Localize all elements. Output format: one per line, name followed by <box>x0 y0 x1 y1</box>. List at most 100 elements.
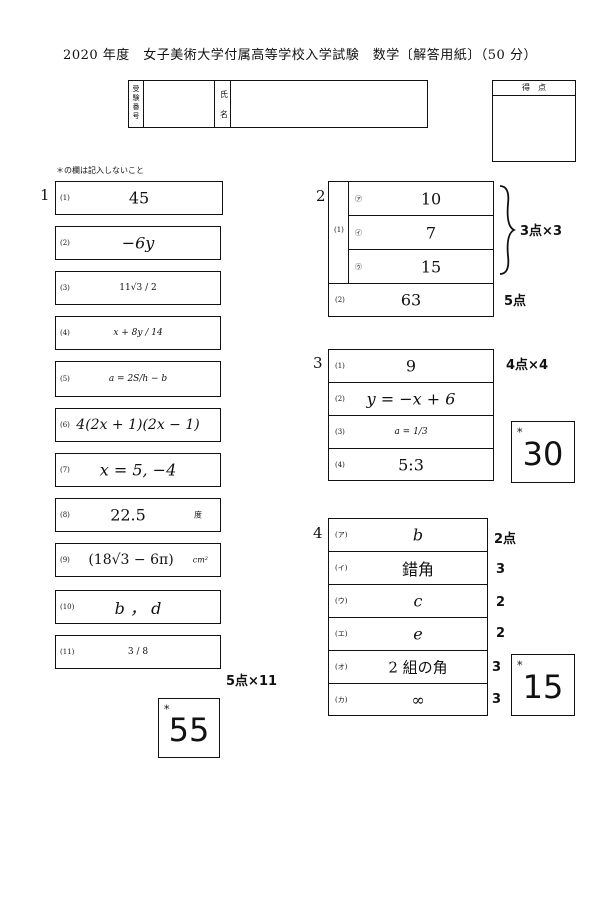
s3-table: (1) 9 (2) y = −x + 6 (3) a = 1/3 (4) 5:3 <box>328 349 494 481</box>
s4-answer-f[interactable]: (カ) ∞ <box>329 684 487 715</box>
s4-points-f: 3 <box>492 692 502 707</box>
s2-answer-b[interactable]: ㋑ 7 <box>349 216 493 250</box>
s1-value-11: 3 / 8 <box>127 647 149 657</box>
s1-value-2: −6y <box>121 233 155 253</box>
s1-answer-5[interactable]: (5) a = 2S/h − b <box>55 361 221 397</box>
s4-value-c: c <box>413 591 423 611</box>
s1-score: 55 <box>168 710 210 749</box>
s1-label-7: (7) <box>60 466 70 474</box>
brace-icon <box>499 185 517 275</box>
exam-info-box: 受験番号 氏名 <box>128 80 428 128</box>
s1-value-9: (18√3 − 6π) <box>88 552 174 568</box>
s4-value-b: 錯角 <box>401 560 434 579</box>
s4-points-c: 2 <box>496 595 506 610</box>
s1-value-8: 22.5 <box>110 505 146 525</box>
s4-answer-c[interactable]: (ウ) c <box>329 585 487 618</box>
s2-answer-2[interactable]: (2) 63 <box>329 284 493 316</box>
s4-table: (ア) b (イ) 錯角 (ウ) c (エ) e (オ) 2 組の角 (カ) ∞ <box>328 518 488 716</box>
total-score-field[interactable] <box>493 96 575 161</box>
s3-label-1: (1) <box>335 362 345 370</box>
s1-answer-2[interactable]: (2) −6y <box>55 226 221 260</box>
section1-number: 1 <box>40 186 50 204</box>
page-title: 2020 年度 女子美術大学付属高等学校入学試験 数学〔解答用紙〕（50 分） <box>63 48 537 63</box>
s4-answer-e[interactable]: (オ) 2 組の角 <box>329 651 487 684</box>
s1-label-1: (1) <box>60 194 70 202</box>
s4-score-box: * 15 <box>511 654 575 716</box>
total-score-label: 得 点 <box>493 81 575 96</box>
s1-label-9: (9) <box>60 556 70 564</box>
s4-answer-a[interactable]: (ア) b <box>329 519 487 552</box>
s1-answer-4[interactable]: (4) x + 8y / 14 <box>55 316 221 350</box>
s1-label-6: (6) <box>60 421 70 429</box>
s1-value-4: x + 8y / 14 <box>113 328 163 338</box>
s1-value-5: a = 2S/h − b <box>108 374 168 384</box>
total-score-box: 得 点 <box>492 80 576 162</box>
s3-score-box: * 30 <box>511 421 575 483</box>
s4-points-b: 3 <box>496 562 506 577</box>
s1-answer-10[interactable]: (10) b ， d <box>55 590 221 624</box>
s2-sub1-label: (1) <box>334 226 344 234</box>
s4-label-c: (ウ) <box>335 597 348 605</box>
s4-answer-d[interactable]: (エ) e <box>329 618 487 651</box>
s1-value-10: b ， d <box>114 599 162 618</box>
s1-answer-7[interactable]: (7) x = 5, −4 <box>55 453 221 487</box>
s2-sub2-points: 5点 <box>504 294 527 309</box>
section2-number: 2 <box>316 187 326 205</box>
s4-value-a: b <box>412 525 424 545</box>
exam-number-field[interactable] <box>143 81 215 127</box>
s4-label-f: (カ) <box>335 695 348 704</box>
s1-label-3: (3) <box>60 284 70 292</box>
name-field[interactable] <box>231 81 427 127</box>
s1-value-3: 11√3 / 2 <box>119 283 157 293</box>
s1-label-4: (4) <box>60 329 70 337</box>
s3-score-mark: * <box>517 426 523 439</box>
s3-answer-3[interactable]: (3) a = 1/3 <box>329 416 493 449</box>
s3-answer-1[interactable]: (1) 9 <box>329 350 493 383</box>
name-label: 氏名 <box>220 90 228 119</box>
s3-answer-4[interactable]: (4) 5:3 <box>329 449 493 480</box>
s4-answer-b[interactable]: (イ) 錯角 <box>329 552 487 585</box>
s1-score-mark: * <box>164 703 170 716</box>
s2-table: (1) ㋐ 10 ㋑ 7 ㋒ 15 (2) 63 <box>328 181 494 317</box>
s2-value-c: 15 <box>420 257 442 276</box>
s1-answer-11[interactable]: (11) 3 / 8 <box>55 635 221 669</box>
s1-value-1: 45 <box>128 188 150 208</box>
s3-answer-2[interactable]: (2) y = −x + 6 <box>329 383 493 416</box>
s4-points-a: 2点 <box>494 532 517 547</box>
s3-label-4: (4) <box>335 460 345 469</box>
s4-points-e: 3 <box>492 660 502 675</box>
note-text: ＊の欄は記入しないこと <box>56 166 144 175</box>
s3-value-1: 9 <box>405 356 417 376</box>
exam-number-label: 受験番号 <box>132 85 140 120</box>
s1-label-8: (8) <box>60 511 70 519</box>
s2-answer-c[interactable]: ㋒ 15 <box>349 250 493 283</box>
s1-value-6: 4(2x + 1)(2x − 1) <box>76 417 200 433</box>
s4-value-e: 2 組の角 <box>388 658 448 677</box>
section4-number: 4 <box>313 524 323 542</box>
s2-label-c: ㋒ <box>355 262 362 271</box>
s2-sub2-label: (2) <box>335 296 345 304</box>
s2-label-a: ㋐ <box>355 194 362 203</box>
s3-points-note: 4点×4 <box>506 358 548 373</box>
s1-answer-9[interactable]: (9) (18√3 − 6π) cm² <box>55 543 221 577</box>
s1-answer-6[interactable]: (6) 4(2x + 1)(2x − 1) <box>55 408 221 442</box>
s1-answer-8[interactable]: (8) 22.5 度 <box>55 498 221 532</box>
s1-label-10: (10) <box>60 603 75 611</box>
s2-value-a: 10 <box>420 189 442 208</box>
s1-label-2: (2) <box>60 239 70 247</box>
s3-value-4: 5:3 <box>398 455 424 474</box>
s1-answer-1[interactable]: (1) 45 <box>55 181 223 215</box>
s4-score: 15 <box>522 667 564 706</box>
section3-number: 3 <box>313 354 323 372</box>
s2-label-b: ㋑ <box>355 228 362 237</box>
s4-value-d: e <box>413 624 423 644</box>
s2-sub1-points: 3点×3 <box>520 224 562 239</box>
s1-answer-3[interactable]: (3) 11√3 / 2 <box>55 271 221 305</box>
s1-unit-8: 度 <box>194 510 202 520</box>
s4-label-d: (エ) <box>335 630 348 638</box>
s2-answer-a[interactable]: ㋐ 10 <box>349 182 493 216</box>
s3-label-3: (3) <box>335 428 345 436</box>
s3-score: 30 <box>522 434 564 473</box>
s3-value-3: a = 1/3 <box>394 427 428 437</box>
s1-value-7: x = 5, −4 <box>99 460 177 480</box>
